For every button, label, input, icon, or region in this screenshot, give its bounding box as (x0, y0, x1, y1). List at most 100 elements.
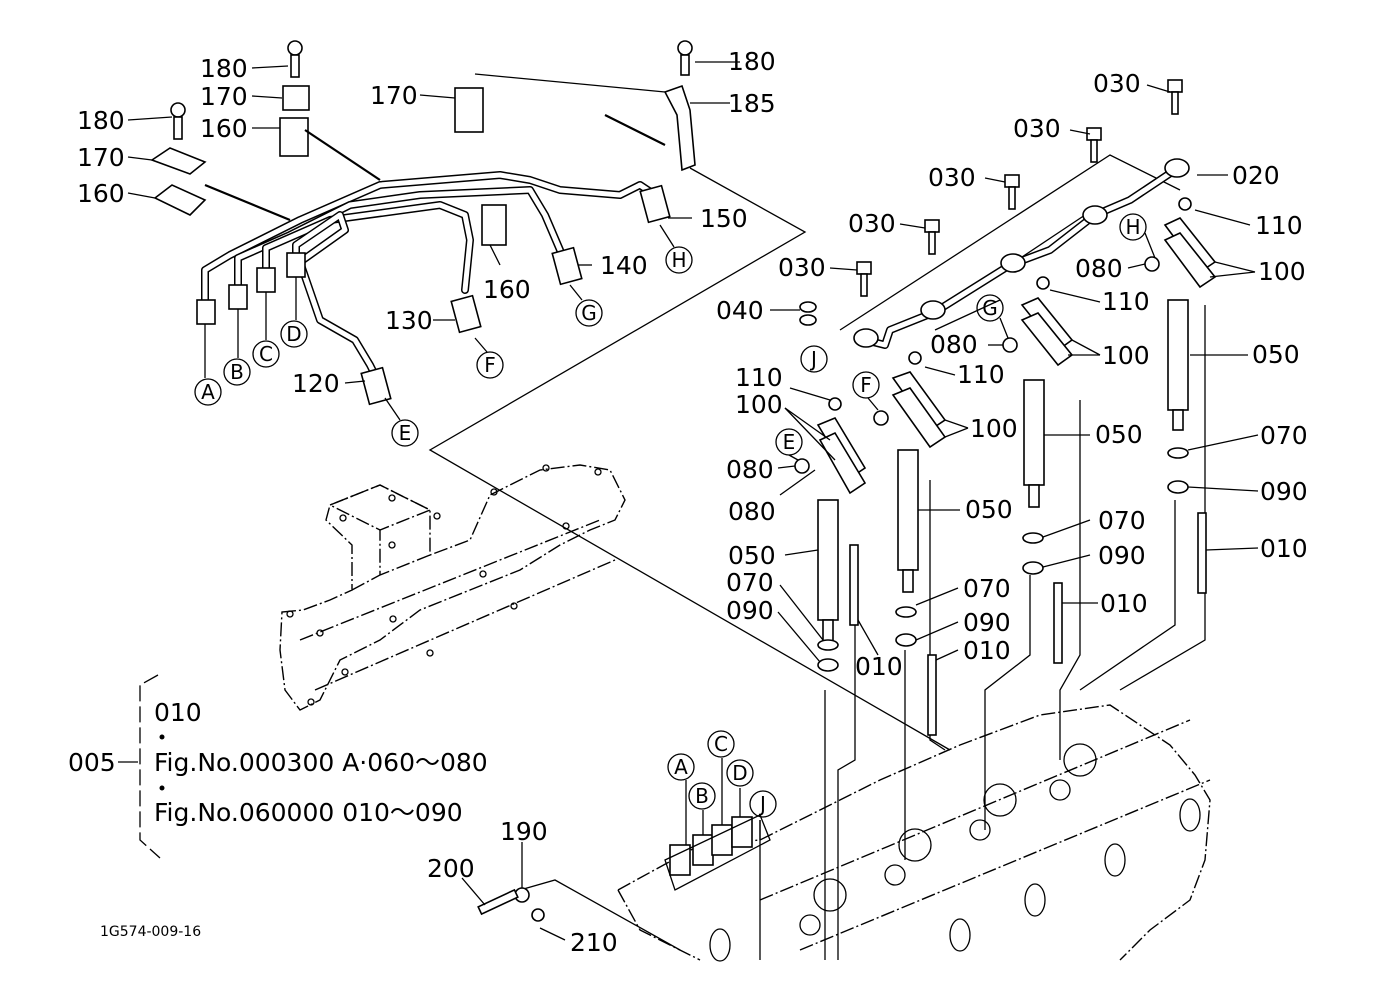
callout-labels: 180 170 160 180 170 160 170 160 180 185 … (77, 47, 1308, 957)
callout-170: 170 (200, 82, 248, 111)
intake-manifold (279, 464, 626, 711)
callout-030: 030 (848, 209, 896, 238)
callout-080: 080 (930, 330, 978, 359)
callout-110: 110 (1255, 211, 1303, 240)
svg-text:F: F (860, 373, 872, 397)
callout-030: 030 (928, 163, 976, 192)
svg-text:G: G (581, 301, 597, 325)
svg-text:A: A (674, 755, 688, 779)
callout-100: 100 (735, 390, 783, 419)
callout-070: 070 (1098, 506, 1146, 535)
callout-110: 110 (735, 363, 783, 392)
callout-200: 200 (427, 854, 475, 883)
callout-090: 090 (1098, 541, 1146, 570)
return-pipe (799, 79, 1190, 349)
callout-170: 170 (77, 143, 125, 172)
callout-090: 090 (726, 596, 774, 625)
callout-160: 160 (77, 179, 125, 208)
marker-d: D (280, 320, 308, 348)
callout-010: 010 (1260, 534, 1308, 563)
svg-text:C: C (259, 342, 273, 366)
svg-text:B: B (230, 360, 244, 384)
svg-text:D: D (286, 322, 301, 346)
callout-080: 080 (728, 497, 776, 526)
assembly-ref: 005 (68, 748, 116, 777)
svg-text:A: A (201, 380, 215, 404)
connection-markers: A B C D E F G H E F G H J A B C D J (194, 213, 1147, 818)
marker-j: J (749, 790, 777, 818)
drawing-code: 1G574-009-16 (100, 924, 201, 940)
callout-170: 170 (370, 81, 418, 110)
callout-100: 100 (970, 414, 1018, 443)
callout-100: 100 (1102, 341, 1150, 370)
marker-c: C (707, 730, 735, 758)
callout-010: 010 (1100, 589, 1148, 618)
leader-lines (118, 61, 1259, 941)
assembly-line-3: Fig.No.060000 010～090 (154, 798, 463, 827)
svg-text:F: F (484, 353, 496, 377)
callout-040: 040 (716, 296, 764, 325)
marker-h: H (665, 246, 693, 274)
svg-text:E: E (399, 421, 412, 445)
marker-j: J (800, 345, 828, 373)
callout-050: 050 (965, 495, 1013, 524)
cylinder-head (617, 704, 1211, 962)
svg-text:B: B (695, 784, 709, 808)
callout-090: 090 (963, 608, 1011, 637)
callout-130: 130 (385, 306, 433, 335)
marker-b: B (688, 782, 716, 810)
marker-b: B (223, 358, 251, 386)
callout-090: 090 (1260, 477, 1308, 506)
svg-text:G: G (982, 296, 998, 320)
callout-070: 070 (1260, 421, 1308, 450)
svg-text:J: J (758, 792, 766, 816)
callout-020: 020 (1232, 161, 1280, 190)
marker-a: A (194, 378, 222, 406)
callout-180: 180 (200, 54, 248, 83)
callout-150: 150 (700, 204, 748, 233)
callout-030: 030 (778, 253, 826, 282)
marker-e: E (775, 428, 803, 456)
injection-pipes (196, 171, 671, 406)
callout-180: 180 (77, 106, 125, 135)
callout-050: 050 (1252, 340, 1300, 369)
callout-080: 080 (726, 455, 774, 484)
svg-text:C: C (714, 732, 728, 756)
pump-outlets (477, 814, 771, 922)
callout-160: 160 (200, 114, 248, 143)
callout-210: 210 (570, 928, 618, 957)
svg-text:D: D (732, 761, 747, 785)
callout-070: 070 (726, 568, 774, 597)
assembly-bracket (139, 674, 165, 859)
callout-070: 070 (963, 574, 1011, 603)
marker-h: H (1119, 213, 1147, 241)
callout-030: 030 (1093, 69, 1141, 98)
svg-text:J: J (809, 347, 817, 371)
guide-lines (428, 73, 1206, 960)
callout-110: 110 (1102, 287, 1150, 316)
marker-g: G (976, 294, 1004, 322)
marker-a: A (667, 753, 695, 781)
assembly-note: 005 010 Fig.No.000300 A·060～080 Fig.No.0… (68, 698, 488, 827)
callout-050: 050 (1095, 420, 1143, 449)
marker-c: C (252, 340, 280, 368)
marker-f: F (476, 351, 504, 379)
callout-120: 120 (292, 369, 340, 398)
assembly-line-2: Fig.No.000300 A·060～080 (154, 748, 488, 777)
callout-050: 050 (728, 541, 776, 570)
clamps (150, 40, 696, 246)
marker-d: D (726, 759, 754, 787)
callout-100: 100 (1258, 257, 1306, 286)
assembly-line-1: 010 (154, 698, 202, 727)
callout-110: 110 (957, 360, 1005, 389)
callout-010: 010 (963, 636, 1011, 665)
callout-030: 030 (1013, 114, 1061, 143)
callout-140: 140 (600, 251, 648, 280)
callout-010: 010 (855, 652, 903, 681)
callout-185: 185 (728, 89, 776, 118)
callout-180: 180 (728, 47, 776, 76)
callout-160: 160 (483, 275, 531, 304)
svg-text:E: E (783, 430, 796, 454)
svg-text:H: H (671, 248, 686, 272)
